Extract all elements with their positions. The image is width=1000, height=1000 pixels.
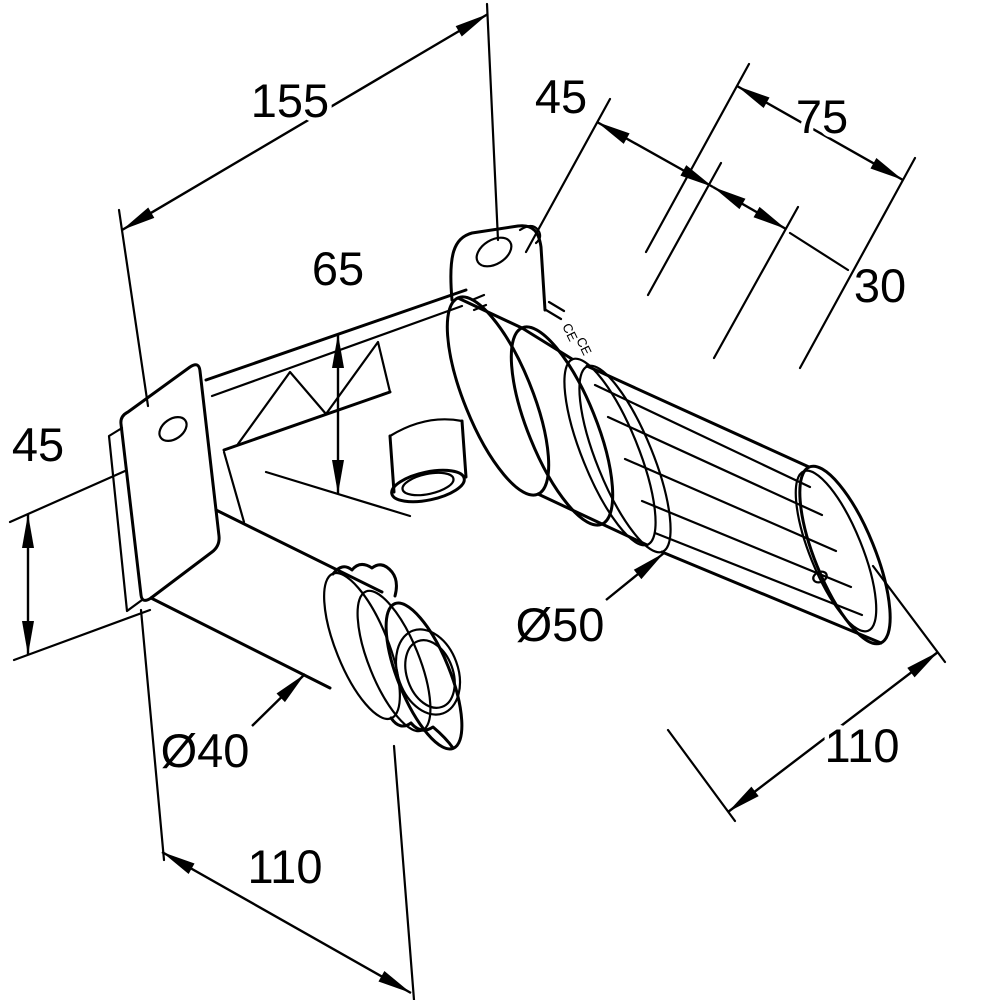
nut-opening-inner: [404, 639, 456, 709]
pipe-edges: [149, 508, 384, 690]
dimension-155: 155: [117, 2, 500, 408]
dimension-45-top: 45: [524, 66, 723, 297]
dimension-line: [736, 84, 904, 182]
collar-shoulder: [520, 326, 649, 547]
body-bar: [204, 288, 468, 524]
dim-label-110-bottom: 110: [248, 840, 323, 893]
extension-lines: [139, 608, 416, 1000]
nut-scallops-top: [331, 563, 398, 598]
outlet-top-arc: [388, 418, 464, 438]
dim-label-45-left: 45: [12, 418, 64, 471]
dimension-line: [596, 120, 714, 189]
outlet-bottom-face: [390, 468, 466, 504]
dimension-line: [712, 185, 787, 231]
body-marking-text: CE: [573, 335, 595, 358]
collar-silhouette: [456, 296, 604, 526]
nut-mid-ring: [356, 589, 432, 733]
body-marking-text: CE: [559, 321, 581, 344]
dim-label-dia-40: Ø40: [161, 724, 250, 777]
dim-label-75: 75: [796, 90, 848, 143]
extension-lines: [117, 2, 500, 408]
tab-hole: [475, 236, 513, 268]
dimension-30: 30: [712, 185, 911, 360]
dimension-65: 65: [264, 238, 412, 518]
nut-opening: [394, 628, 462, 716]
outlet-stub: [388, 418, 468, 504]
dimension-dia-40: Ø40: [156, 673, 306, 782]
dimension-45-left: 45: [7, 414, 152, 662]
bar-bottom-edge: [222, 390, 392, 452]
dim-label-dia-50: Ø50: [516, 598, 605, 651]
cap-pin-hole: [812, 570, 828, 584]
nut-scallops-bottom: [389, 716, 455, 750]
valve-body: CE CE: [445, 293, 892, 646]
extension-lines: [8, 469, 152, 662]
dimension-75: 75: [644, 62, 917, 370]
wall-plate-face: [119, 363, 221, 602]
supply-pipe: [149, 508, 384, 690]
outlet-sides: [388, 419, 468, 494]
dim-label-155: 155: [251, 74, 329, 127]
union-nut: [323, 563, 464, 751]
bar-plate-bridge: [222, 450, 246, 524]
wall-plate-edge: [107, 426, 144, 613]
dimension-110-bottom: 110: [139, 608, 416, 1000]
nut-front-face: [384, 601, 464, 751]
dimension-dia-50: Ø50: [511, 552, 665, 656]
leader-line: [788, 231, 850, 272]
cast-marks: [470, 293, 566, 321]
extension-line: [712, 205, 800, 360]
dimension-line: [121, 12, 489, 232]
extension-lines: [666, 564, 947, 823]
dim-label-110-right: 110: [825, 719, 900, 772]
bar-top-edge: [204, 288, 468, 382]
dimension-line: [161, 850, 412, 995]
dim-label-30: 30: [854, 259, 906, 312]
outlet-opening: [401, 471, 455, 497]
dim-label-65: 65: [312, 242, 364, 295]
groove-ring-1: [563, 357, 657, 547]
dimensions: 155 45 30 75 65 45: [7, 2, 947, 1000]
bar-ribs: [236, 340, 392, 446]
extension-lines: [644, 62, 917, 370]
dimension-110-right: 110: [666, 564, 947, 823]
mounting-tab: [449, 224, 547, 312]
wall-plate: [107, 363, 221, 613]
sleeve-silhouette: [585, 364, 883, 645]
leader-line: [251, 673, 306, 727]
fixture-drawing: CE CE: [107, 224, 892, 751]
extension-lines: [524, 97, 723, 297]
end-cap: [798, 464, 892, 646]
dimension-line: [727, 651, 939, 813]
screw-hole: [158, 416, 188, 442]
end-cap-inner: [794, 469, 878, 633]
sleeve-longitudinal-lines: [593, 383, 864, 617]
dim-label-45-top: 45: [535, 70, 587, 123]
leader-line: [605, 552, 665, 601]
